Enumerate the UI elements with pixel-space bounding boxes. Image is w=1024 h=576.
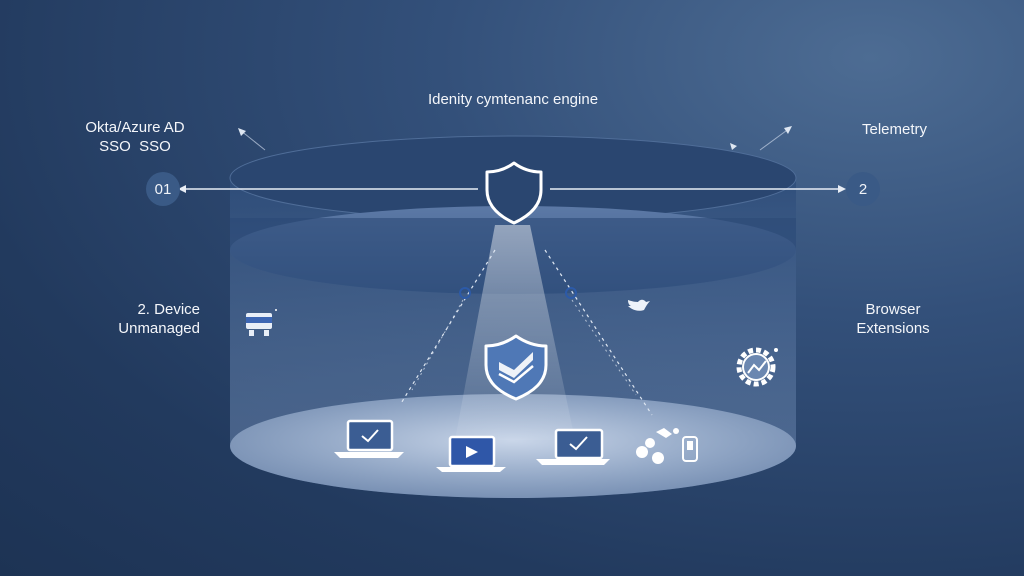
browser-extensions-line1: Browser	[865, 301, 921, 318]
shield-icon	[485, 161, 543, 225]
sso-label: Okta/Azure AD SSO SSO	[40, 118, 230, 156]
device-label: 2. Device Unmanaged	[90, 300, 200, 338]
node-01: 01	[146, 172, 180, 206]
bird-icon	[628, 299, 650, 311]
shield-check-icon	[484, 334, 548, 401]
laptop-check-icon-2	[536, 428, 610, 465]
engine-title: Idenity cymtenanc engine	[427, 91, 599, 108]
node-2: 2	[846, 172, 880, 206]
dashed-line-right	[544, 249, 653, 416]
browser-extensions-line2: Extensions	[856, 320, 930, 337]
device-label-line2: Unmanaged	[118, 320, 200, 337]
dashed-line-left	[399, 249, 496, 406]
telemetry-label: Telemetry	[862, 121, 928, 138]
device-label-line1: 2. Device	[137, 301, 200, 318]
ring-node-left	[459, 287, 471, 299]
sso-label-line1: Okta/Azure AD	[85, 119, 185, 136]
browser-extensions-label: Browser Extensions	[838, 300, 948, 338]
mobile-devices-icon	[636, 428, 698, 464]
gear-icon	[736, 347, 778, 387]
ring-node-right	[565, 287, 577, 299]
sso-label-line2: SSO SSO	[99, 138, 171, 155]
laptop-play-icon	[436, 435, 506, 472]
laptop-check-icon	[334, 419, 404, 458]
monitor-icon	[246, 309, 277, 336]
light-beam	[455, 225, 575, 440]
